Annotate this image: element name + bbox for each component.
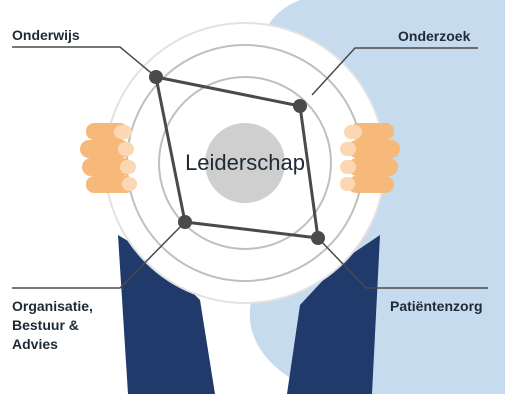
leader-line-top-right — [311, 47, 478, 96]
center-disc — [205, 123, 285, 203]
right-sleeve — [287, 235, 380, 394]
node-patientenzorg — [311, 231, 325, 245]
leader-line-bottom-right — [317, 237, 488, 289]
center-label-leiderschap: Leiderschap — [185, 150, 305, 175]
right-hand — [340, 123, 400, 193]
node-onderzoek — [293, 99, 307, 113]
leader-line-top-left — [12, 46, 157, 78]
left-sleeve — [118, 235, 215, 394]
leader-line-bottom-left — [12, 221, 186, 289]
left-hand — [80, 123, 137, 193]
node-onderwijs — [149, 70, 163, 84]
label-onderwijs: Onderwijs — [12, 27, 80, 43]
label-organisatie-bestuur-advies: Organisatie, Bestuur & Advies — [12, 298, 93, 352]
label-onderzoek: Onderzoek — [398, 28, 471, 44]
plate-ring-2 — [158, 76, 332, 250]
node-organisatie — [178, 215, 192, 229]
label-patientenzorg: Patiëntenzorg — [390, 298, 483, 314]
